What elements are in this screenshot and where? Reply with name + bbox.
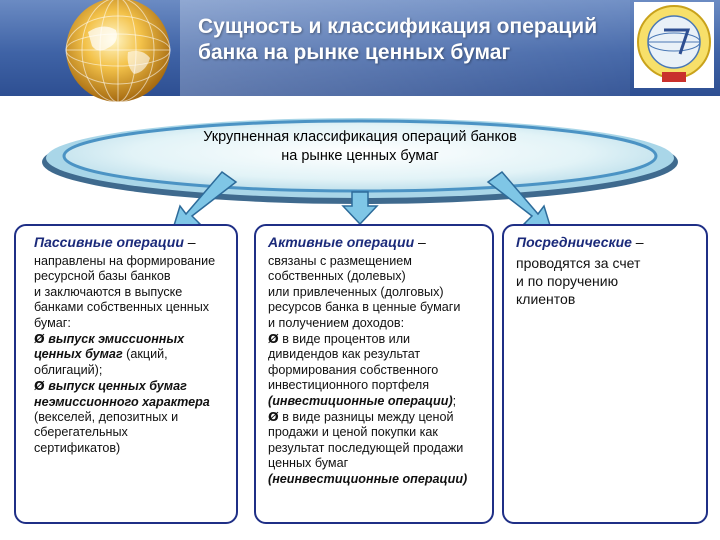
broker-body: проводятся за счет и по поручению клиент… xyxy=(516,254,696,308)
passive-line: сберегательных xyxy=(34,425,128,440)
header-shine xyxy=(180,0,630,96)
globe-icon xyxy=(65,0,171,103)
active-line: собственных (долевых) xyxy=(268,269,406,284)
title-line-1: Сущность и классификация операций xyxy=(198,15,598,38)
passive-bullet-2: Ø выпуск ценных бумаг xyxy=(34,378,187,394)
bullet-arrow-icon: Ø xyxy=(34,378,45,394)
passive-line: и заключаются в выпуске xyxy=(34,284,183,299)
arrow-center-icon xyxy=(341,191,379,226)
active-line: (неинвестиционные операции) xyxy=(268,471,468,486)
active-line: результат последующей продажи xyxy=(268,440,464,455)
summary-ellipse xyxy=(42,118,678,204)
passive-body: направлены на формирование ресурсной баз… xyxy=(34,254,252,456)
passive-line: облигаций); xyxy=(34,362,103,377)
broker-line: проводятся за счет xyxy=(516,255,641,271)
summary-ellipse-text: Укрупненная классификация операций банко… xyxy=(130,128,590,166)
passive-operations-box: Пассивные операции – направлены на форми… xyxy=(14,224,238,524)
active-bullet-1-end: (инвестиционные операции); xyxy=(268,393,457,408)
broker-operations-box: Посреднические – проводятся за счет и по… xyxy=(502,224,708,524)
broker-title: Посреднические – xyxy=(516,234,644,250)
bullet-arrow-icon: Ø xyxy=(34,331,45,347)
active-line: продажи и ценой покупки как xyxy=(268,425,438,440)
active-bullet-2: Ø в виде разницы между ценой xyxy=(268,409,454,425)
active-bullet-1: Ø в виде процентов или xyxy=(268,331,411,347)
broker-line: клиентов xyxy=(516,291,576,307)
title-line-2: банка на рынке ценных бумаг xyxy=(198,41,511,64)
passive-line: банками собственных ценных xyxy=(34,300,210,315)
active-line: формирования собственного xyxy=(268,362,439,377)
passive-line: неэмиссионного характера xyxy=(34,394,210,409)
active-line: связаны с размещением xyxy=(268,254,412,268)
bullet-arrow-icon: Ø xyxy=(268,409,279,425)
passive-line: направлены на формирование xyxy=(34,254,216,268)
active-body: связаны с размещением собственных (долев… xyxy=(268,254,494,487)
active-line: ценных бумаг xyxy=(268,456,349,471)
active-line: или привлеченных (долговых) xyxy=(268,284,444,299)
passive-line: сертификатов) xyxy=(34,440,121,455)
active-operations-box: Активные операции – связаны с размещение… xyxy=(254,224,494,524)
passive-line: (векселей, депозитных и xyxy=(34,410,179,425)
passive-bullet-1-cont: ценных бумаг (акций, xyxy=(34,347,168,362)
bullet-arrow-icon: Ø xyxy=(268,331,279,347)
active-line: и получением доходов: xyxy=(268,315,405,330)
active-line: инвестиционного портфеля xyxy=(268,378,430,393)
active-line: ресурсов банка в ценные бумаги xyxy=(268,300,461,315)
passive-line: бумаг: xyxy=(34,315,71,330)
university-logo-icon xyxy=(634,2,714,88)
ellipse-line-1: Укрупненная классификация операций банко… xyxy=(203,129,517,145)
active-title: Активные операции – xyxy=(268,234,426,250)
ellipse-line-2: на рынке ценных бумаг xyxy=(281,148,439,164)
passive-title: Пассивные операции – xyxy=(34,234,196,250)
broker-line: и по поручению xyxy=(516,273,619,289)
passive-bullet-1: Ø выпуск эмиссионных xyxy=(34,331,185,347)
passive-line: ресурсной базы банков xyxy=(34,269,171,284)
header-banner: Сущность и классификация операций банка … xyxy=(0,0,720,103)
page-title: Сущность и классификация операций банка … xyxy=(198,14,628,66)
active-line: дивидендов как результат xyxy=(268,347,421,362)
